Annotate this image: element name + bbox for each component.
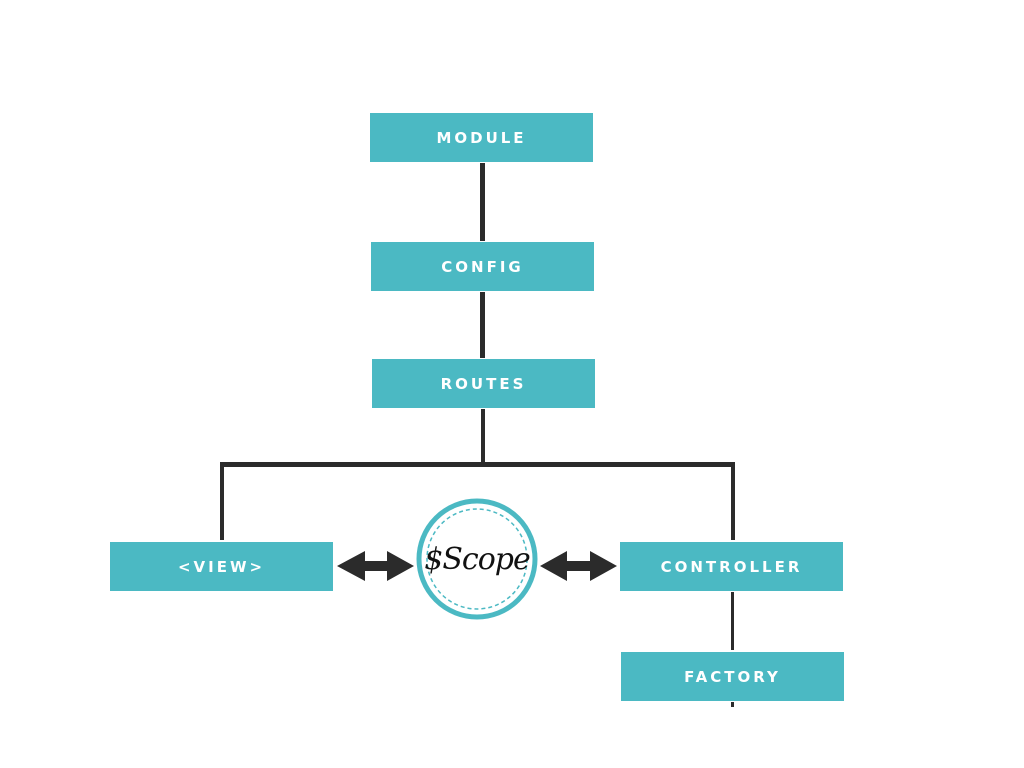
module-label: MODULE	[436, 128, 527, 147]
connector-bus-view	[220, 462, 224, 540]
scope-label: $Scope	[424, 541, 530, 577]
connector-routes-bus	[481, 409, 485, 464]
double-arrow-view-scope	[337, 551, 414, 581]
routes-label: ROUTES	[440, 374, 527, 393]
config-box: CONFIG	[371, 242, 594, 291]
factory-label: FACTORY	[684, 667, 781, 686]
config-label: CONFIG	[441, 257, 524, 276]
factory-box: FACTORY	[621, 652, 844, 701]
scope-ring-icon	[416, 498, 538, 620]
controller-label: CONTROLLER	[660, 557, 803, 576]
double-arrow-scope-controller	[540, 551, 617, 581]
connector-horizontal-bus	[220, 462, 735, 467]
connector-config-routes	[480, 292, 485, 358]
controller-box: CONTROLLER	[620, 542, 843, 591]
connector-module-config	[480, 163, 485, 241]
scope-node: $Scope	[415, 497, 539, 621]
view-box: <VIEW>	[110, 542, 333, 591]
routes-box: ROUTES	[372, 359, 595, 408]
connector-bus-controller	[731, 462, 735, 540]
module-box: MODULE	[370, 113, 593, 162]
view-label: <VIEW>	[177, 557, 266, 576]
connector-controller-factory	[731, 592, 734, 650]
connector-factory-tail	[731, 702, 734, 707]
